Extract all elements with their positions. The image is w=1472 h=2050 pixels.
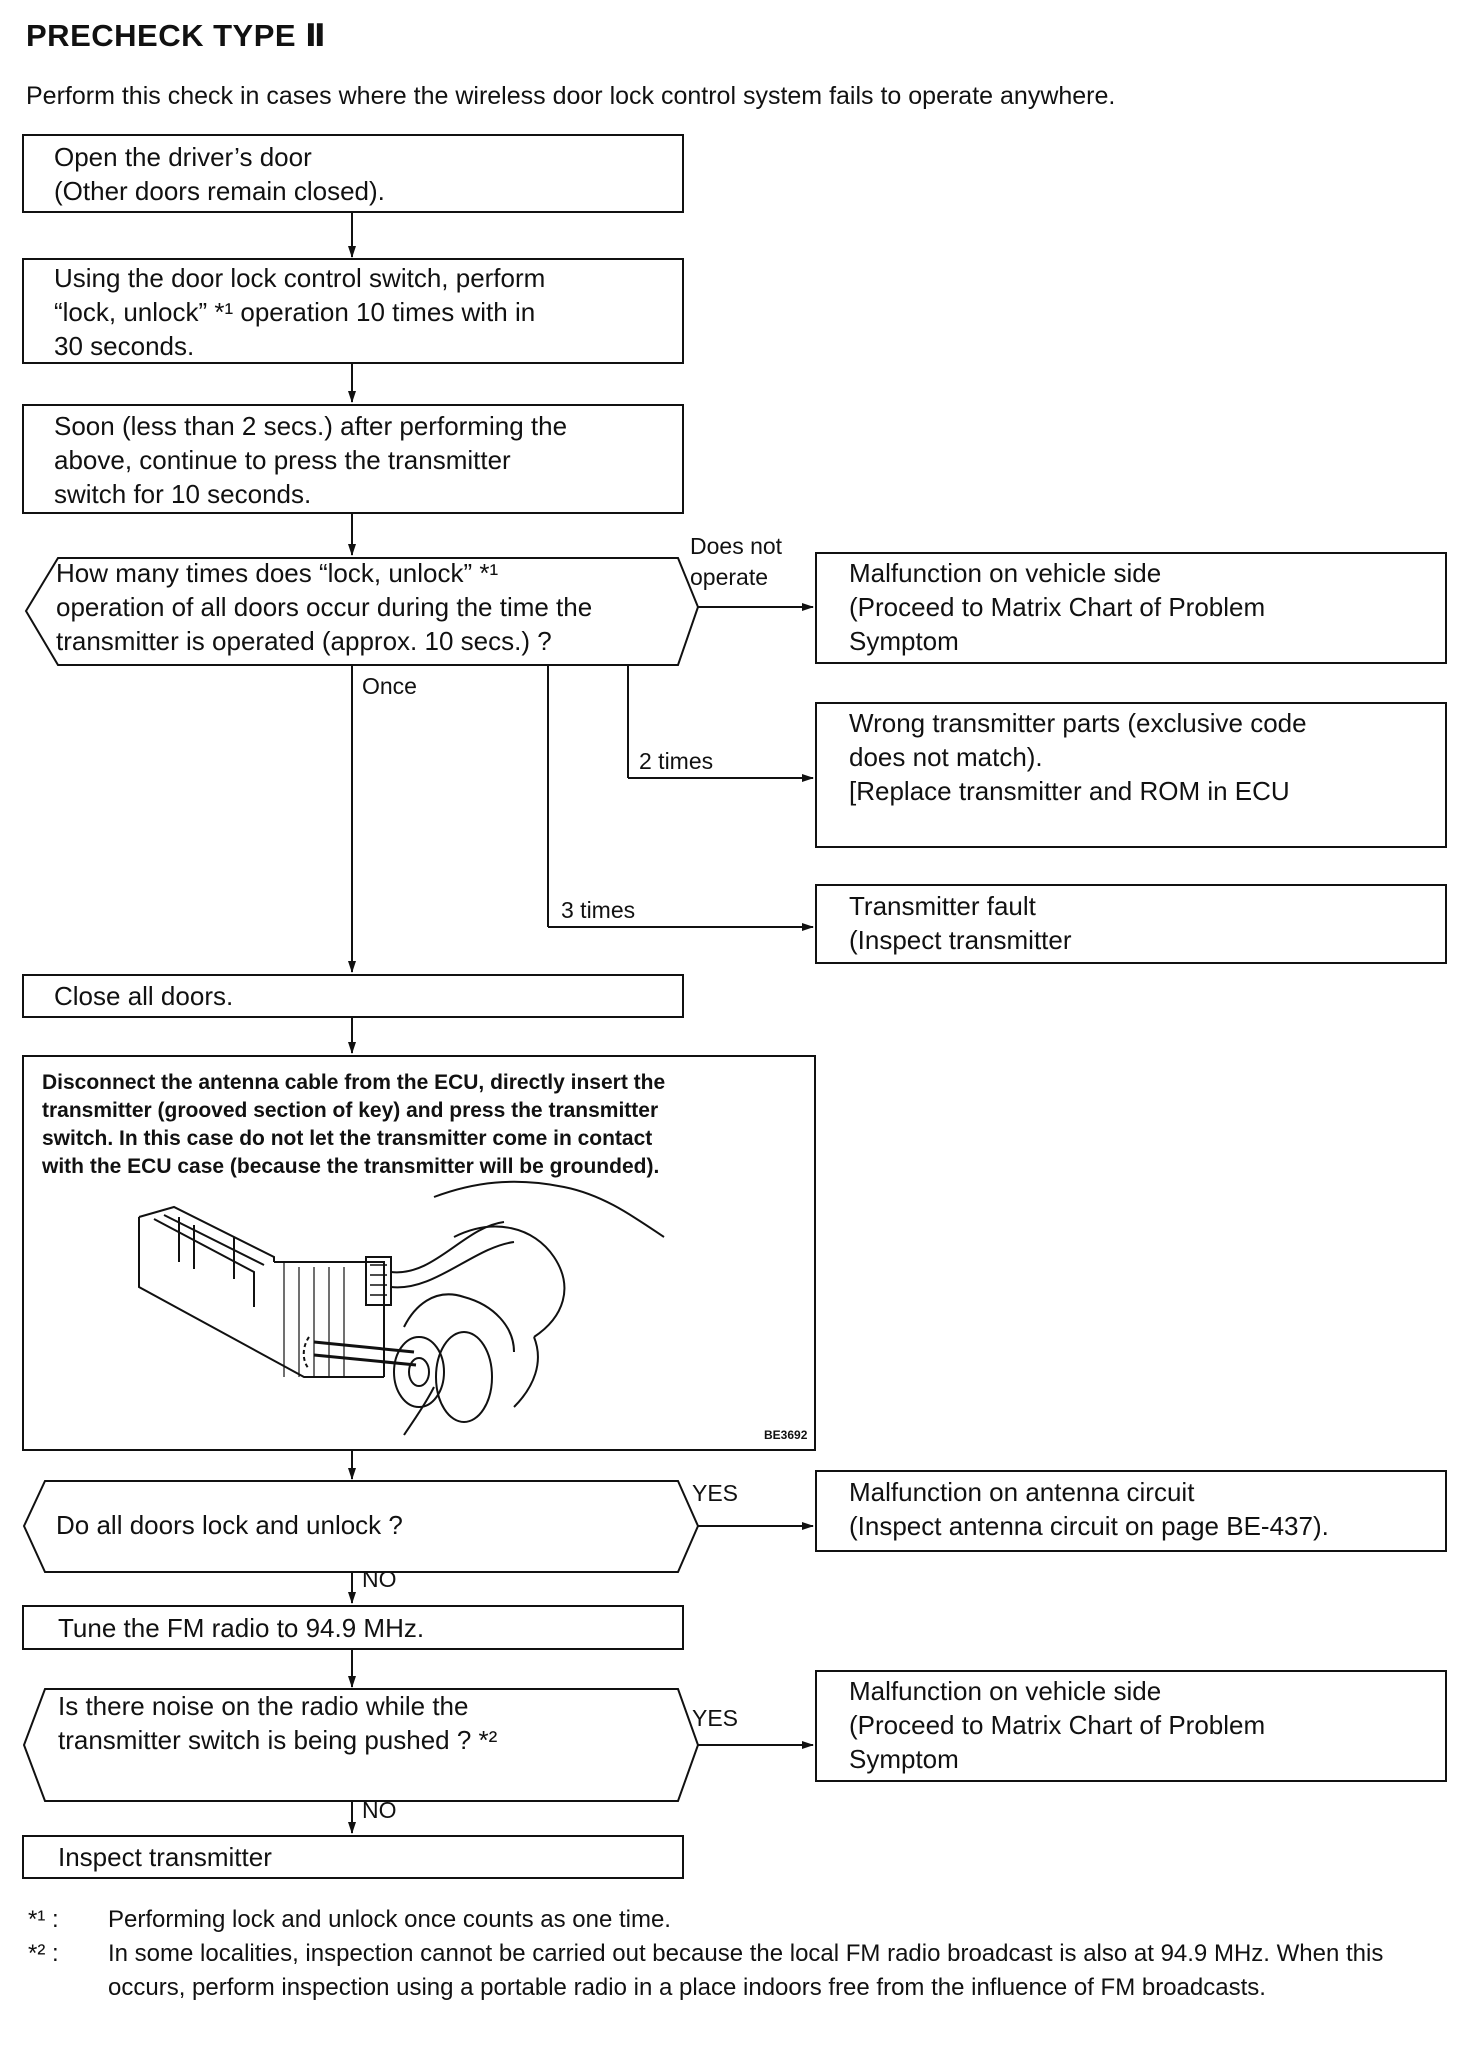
result-text: does not match). bbox=[849, 742, 1043, 772]
result-text: [Replace transmitter and ROM in ECU bbox=[849, 776, 1290, 806]
result-transmitter-fault: Transmitter fault (Inspect transmitter bbox=[815, 884, 1447, 964]
page-title: PRECHECK TYPE Ⅱ bbox=[26, 18, 327, 53]
decision-text: transmitter is operated (approx. 10 secs… bbox=[56, 626, 552, 656]
label-once: Once bbox=[362, 673, 417, 699]
result-vehicle-side: Malfunction on vehicle side (Proceed to … bbox=[815, 552, 1447, 664]
step-text: above, continue to press the transmitter bbox=[54, 445, 511, 475]
step-tune-radio: Tune the FM radio to 94.9 MHz. bbox=[22, 1605, 684, 1650]
footnote-text: In some localities, inspection cannot be… bbox=[108, 1940, 1384, 2001]
step-open-door: Open the driver’s door (Other doors rema… bbox=[22, 134, 684, 213]
step-press-transmitter: Soon (less than 2 secs.) after performin… bbox=[22, 404, 684, 514]
decision-text: Is there noise on the radio while the bbox=[58, 1691, 469, 1721]
footnote-mark: *² : bbox=[28, 1940, 59, 1967]
result-vehicle-side-2: Malfunction on vehicle side (Proceed to … bbox=[815, 1670, 1447, 1782]
step-text: Tune the FM radio to 94.9 MHz. bbox=[58, 1613, 425, 1643]
step-text: “lock, unlock” *¹ operation 10 times wit… bbox=[54, 297, 536, 327]
label-yes: YES bbox=[692, 1705, 739, 1731]
result-text: Symptom bbox=[849, 1744, 959, 1774]
label-yes: YES bbox=[692, 1480, 739, 1506]
result-text: Transmitter fault bbox=[849, 891, 1036, 921]
result-text: Symptom bbox=[849, 626, 959, 656]
decision-q3-shape bbox=[22, 1688, 700, 1802]
decision-text: operation of all doors occur during the … bbox=[56, 592, 593, 622]
result-text: (Proceed to Matrix Chart of Problem bbox=[849, 592, 1266, 622]
step-inspect-transmitter: Inspect transmitter bbox=[22, 1835, 684, 1879]
label-operate: operate bbox=[690, 564, 769, 590]
result-text: Malfunction on vehicle side bbox=[849, 558, 1162, 588]
label-no: NO bbox=[362, 1797, 397, 1823]
footnote-text: Performing lock and unlock once counts a… bbox=[108, 1906, 671, 1933]
decision-text: transmitter switch is being pushed ? *² bbox=[58, 1725, 498, 1755]
result-wrong-transmitter: Wrong transmitter parts (exclusive code … bbox=[815, 702, 1447, 848]
result-text: Malfunction on vehicle side bbox=[849, 1676, 1162, 1706]
footnote-mark: *¹ : bbox=[28, 1906, 59, 1933]
step-text: switch for 10 seconds. bbox=[54, 479, 312, 509]
result-text: Wrong transmitter parts (exclusive code bbox=[849, 708, 1307, 738]
decision-q2-shape bbox=[22, 1480, 700, 1573]
result-text: Malfunction on antenna circuit bbox=[849, 1477, 1195, 1507]
step-close-doors: Close all doors. bbox=[22, 974, 684, 1018]
transmitter-illustration bbox=[138, 1180, 665, 1436]
instruction-text: switch. In this case do not let the tran… bbox=[42, 1127, 653, 1150]
instruction-text: Disconnect the antenna cable from the EC… bbox=[42, 1071, 666, 1094]
decision-q1-shape bbox=[24, 557, 700, 666]
label-3-times: 3 times bbox=[561, 897, 636, 923]
step-text: Inspect transmitter bbox=[58, 1842, 272, 1872]
step-antenna-instruction: Disconnect the antenna cable from the EC… bbox=[22, 1055, 816, 1451]
instruction-text: with the ECU case (because the transmitt… bbox=[42, 1155, 660, 1178]
decision-q2-text: Do all doors lock and unlock ? bbox=[56, 1510, 403, 1540]
decision-text: How many times does “lock, unlock” *¹ bbox=[56, 558, 499, 588]
label-does-not: Does not bbox=[690, 533, 783, 559]
step-text: Using the door lock control switch, perf… bbox=[54, 263, 546, 293]
intro-text: Perform this check in cases where the wi… bbox=[26, 82, 1116, 110]
step-text: 30 seconds. bbox=[54, 331, 195, 361]
step-lock-unlock-10-times: Using the door lock control switch, perf… bbox=[22, 258, 684, 364]
instruction-text: transmitter (grooved section of key) and… bbox=[42, 1099, 659, 1122]
step-text: Close all doors. bbox=[54, 981, 234, 1011]
result-antenna-circuit: Malfunction on antenna circuit (Inspect … bbox=[815, 1470, 1447, 1552]
result-text: (Proceed to Matrix Chart of Problem bbox=[849, 1710, 1266, 1740]
step-text: Open the driver’s door bbox=[54, 142, 312, 172]
result-text: (Inspect transmitter bbox=[849, 925, 1072, 955]
label-2-times: 2 times bbox=[639, 748, 714, 774]
figure-code: BE3692 bbox=[764, 1428, 808, 1442]
step-text: Soon (less than 2 secs.) after performin… bbox=[54, 411, 568, 441]
result-text: (Inspect antenna circuit on page BE-437)… bbox=[849, 1511, 1329, 1541]
step-text: (Other doors remain closed). bbox=[54, 176, 385, 206]
label-no: NO bbox=[362, 1566, 397, 1592]
